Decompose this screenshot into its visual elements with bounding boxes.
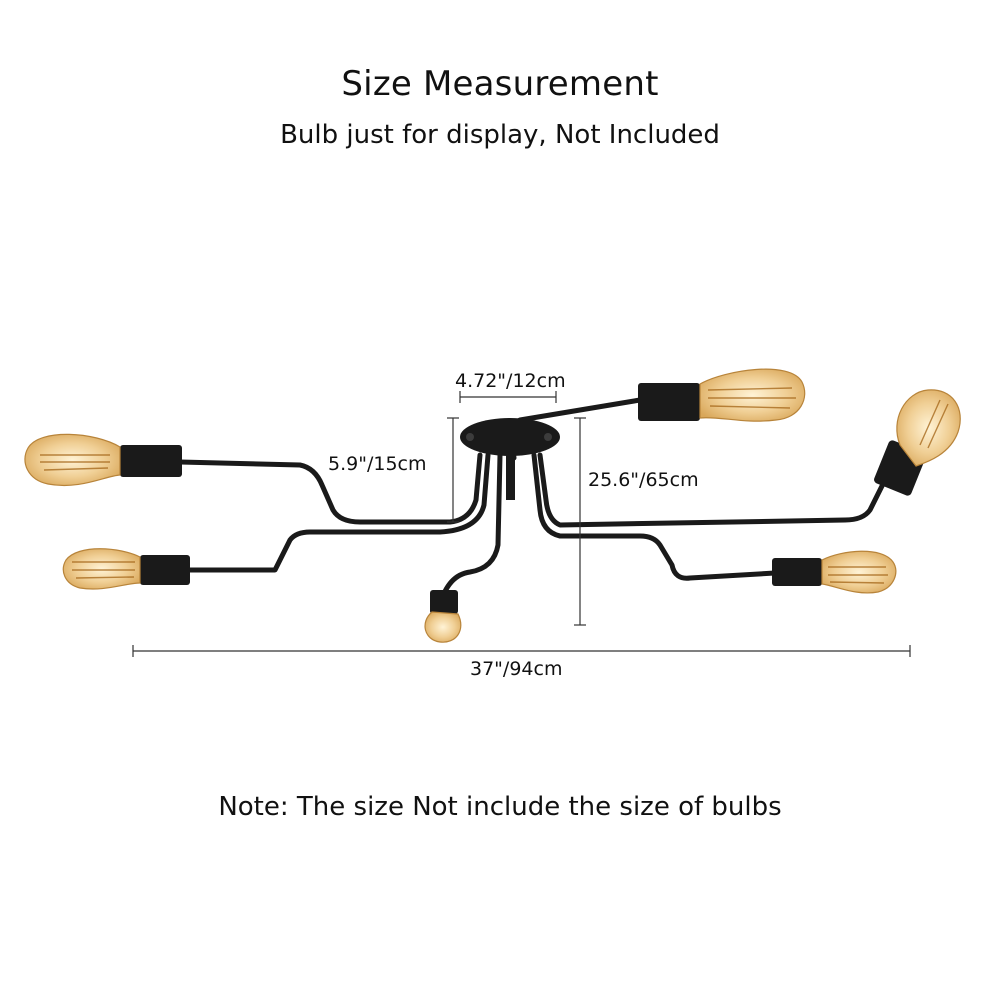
arm-lower-right	[531, 452, 778, 581]
canopy-stem	[506, 455, 515, 500]
arm-center	[437, 452, 503, 608]
canopy-width-label: 4.72"/12cm	[455, 370, 566, 392]
canopy-screw-left	[466, 433, 474, 441]
dimension-lines	[132, 391, 911, 657]
page-subtitle: Bulb just for display, Not Included	[280, 120, 720, 150]
bulb-top-right	[699, 368, 806, 422]
canopy-base	[460, 418, 560, 456]
bulb-far-right	[896, 389, 961, 467]
bulbs	[24, 368, 961, 643]
socket-center	[430, 590, 458, 614]
page-title: Size Measurement	[341, 64, 659, 104]
bulb-lower-right	[821, 550, 897, 594]
arm-lower-left	[185, 452, 491, 573]
canopy	[460, 418, 560, 500]
canopy-screw-right	[544, 433, 552, 441]
filaments	[40, 387, 949, 584]
arm-upper-left	[177, 452, 483, 525]
socket-lower-left	[140, 555, 190, 585]
depth-label: 25.6"/65cm	[588, 469, 699, 491]
drop-height-label: 5.9"/15cm	[328, 453, 427, 475]
total-length-label: 37"/94cm	[470, 658, 563, 680]
socket-upper-left	[120, 445, 182, 477]
arm-upper-right	[537, 452, 888, 528]
socket-top-right	[638, 383, 700, 421]
bulb-lower-left	[62, 548, 141, 590]
bulb-center	[424, 611, 462, 643]
footer-note: Note: The size Not include the size of b…	[218, 792, 782, 822]
socket-lower-right	[772, 558, 822, 586]
bulb-upper-left	[24, 433, 121, 486]
